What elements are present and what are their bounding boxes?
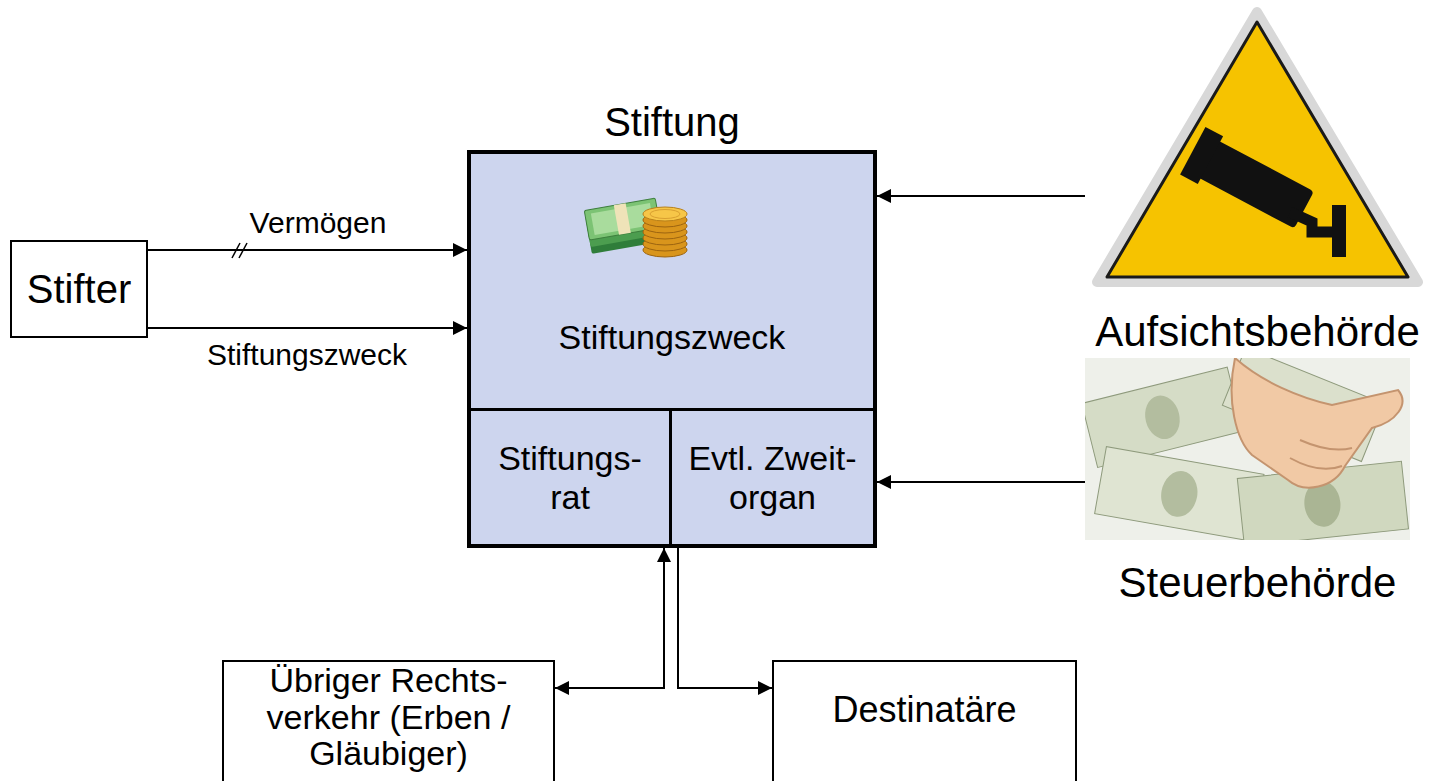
- organ-box: Evtl. Zweit- organ: [672, 408, 873, 544]
- connector-arrow: [148, 327, 467, 329]
- money-icon: [583, 178, 693, 260]
- connector-arrow: [877, 195, 1085, 197]
- organ-box: Stiftungs- rat: [471, 408, 672, 544]
- edge-label: Stiftungszweck: [207, 338, 407, 372]
- finger-line: [1290, 440, 1352, 469]
- warning-triangle: [1107, 22, 1408, 277]
- node-heading: Stiftung: [471, 100, 873, 145]
- connector-arrow: [148, 249, 467, 251]
- node-label: Evtl. Zweit- organ: [680, 439, 865, 515]
- warning-triangle-rim: [1097, 12, 1418, 282]
- camera-arm: [1290, 212, 1332, 232]
- coin-top: [643, 207, 687, 221]
- banknote-portrait: [1141, 392, 1185, 443]
- edge-label: Vermögen: [250, 206, 387, 240]
- foundation-box: StiftungStiftungszweckStiftungs- ratEvtl…: [467, 150, 877, 548]
- authority-icon-node: Aufsichtsbehörde: [1085, 0, 1430, 355]
- connector-arrow: [678, 548, 772, 688]
- banknote-portrait: [1158, 468, 1201, 520]
- party-box: Destinatäre: [772, 660, 1077, 781]
- node-label: Stiftungszweck: [471, 318, 873, 356]
- connector-arrow: [877, 481, 1085, 483]
- party-box: Übriger Rechts- verkehr (Erben / Gläubig…: [222, 660, 555, 781]
- node-label: Übriger Rechts- verkehr (Erben / Gläubig…: [254, 662, 524, 772]
- node-label: Stifter: [27, 267, 131, 312]
- hand: [1232, 358, 1403, 488]
- camera-lens: [1180, 127, 1223, 184]
- money-band: [614, 203, 631, 235]
- authority-icon-node: Steuerbehörde: [1085, 358, 1430, 606]
- node-label: Stiftungs- rat: [485, 439, 655, 515]
- node-label: Steuerbehörde: [1119, 559, 1397, 606]
- founder-box: Stifter: [10, 240, 148, 338]
- node-label: Destinatäre: [832, 690, 1016, 730]
- node-label: Aufsichtsbehörde: [1095, 308, 1420, 355]
- coin-rim: [650, 210, 680, 219]
- connector-arrow: [555, 548, 664, 688]
- camera-mount: [1332, 205, 1346, 257]
- money-photo: [1085, 358, 1410, 540]
